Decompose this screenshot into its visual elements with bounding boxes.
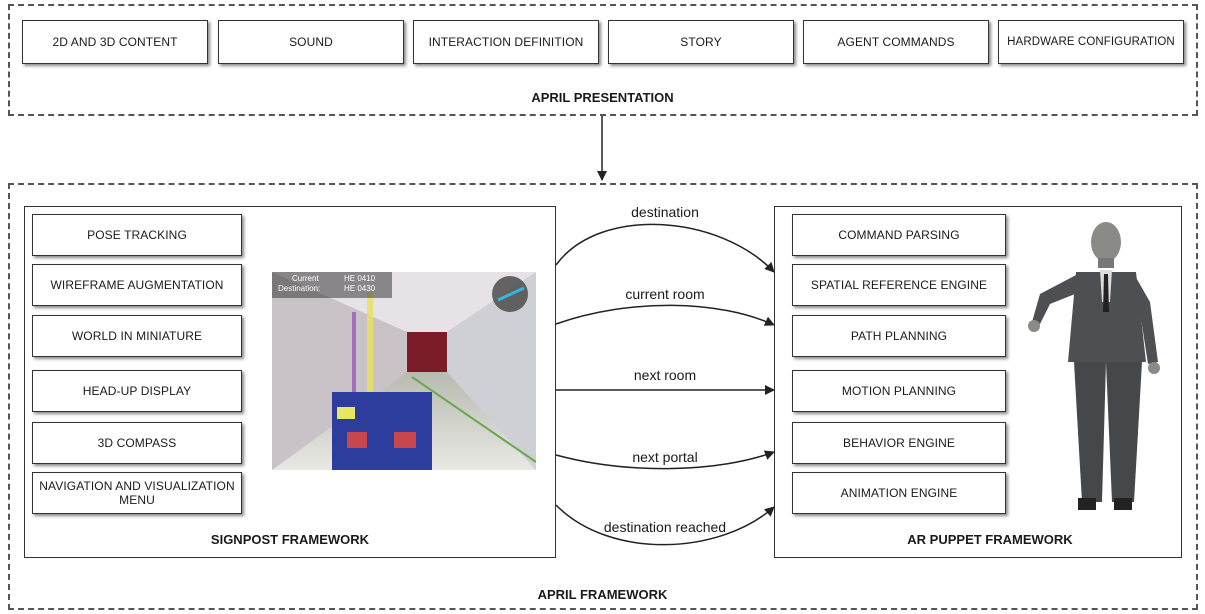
message-destination-reached: destination reached — [603, 519, 727, 535]
arrow-next-portal — [555, 450, 775, 470]
presentation-box-interaction: INTERACTION DEFINITION — [413, 20, 599, 64]
overlay-value-current: HE 0410 — [344, 274, 376, 283]
presentation-box-sound: SOUND — [218, 20, 404, 64]
april-framework-frame — [8, 183, 1198, 610]
signpost-box-wireframe: WIREFRAME AUGMENTATION — [32, 264, 242, 306]
signpost-box-wim: WORLD IN MINIATURE — [32, 315, 242, 357]
message-current-room: current room — [625, 286, 705, 302]
overlay-value-destination: HE 0430 — [344, 284, 376, 293]
presentation-box-hardware: HARDWARE CONFIGURATION — [998, 20, 1184, 64]
puppet-box-motion-planning: MOTION PLANNING — [792, 370, 1006, 412]
presentation-box-agent-commands: AGENT COMMANDS — [803, 20, 989, 64]
arrow-destination-reached — [555, 504, 775, 546]
april-framework-title: APRIL FRAMEWORK — [537, 587, 668, 602]
virtual-agent-figure — [1018, 212, 1168, 522]
message-next-room: next room — [633, 367, 697, 383]
signpost-box-navigation-menu: NAVIGATION AND VISUALIZATION MENU — [32, 472, 242, 514]
puppet-box-behavior-engine: BEHAVIOR ENGINE — [792, 422, 1006, 464]
april-presentation-frame — [8, 4, 1198, 116]
signpost-box-hud: HEAD-UP DISPLAY — [32, 370, 242, 412]
signpost-framework-title: SIGNPOST FRAMEWORK — [210, 532, 370, 547]
overlay-label-destination: Destination: — [278, 284, 321, 293]
signpost-box-pose-tracking: POSE TRACKING — [32, 214, 242, 256]
message-destination: destination — [631, 204, 699, 220]
puppet-box-animation-engine: ANIMATION ENGINE — [792, 472, 1006, 514]
message-next-portal: next portal — [632, 449, 698, 465]
puppet-box-command-parsing: COMMAND PARSING — [792, 214, 1006, 256]
signpost-box-compass: 3D COMPASS — [32, 422, 242, 464]
puppet-box-path-planning: PATH PLANNING — [792, 315, 1006, 357]
april-presentation-title: APRIL PRESENTATION — [531, 90, 674, 105]
arrow-current-room — [555, 304, 775, 326]
ar-puppet-framework-title: AR PUPPET FRAMEWORK — [907, 532, 1073, 547]
overlay-label-current: Current — [292, 274, 319, 283]
presentation-box-content: 2D AND 3D CONTENT — [22, 20, 208, 64]
signpost-screenshot: Current Destination: HE 0410 HE 0430 — [272, 272, 536, 470]
puppet-box-spatial-reference: SPATIAL REFERENCE ENGINE — [792, 264, 1006, 306]
presentation-box-story: STORY — [608, 20, 794, 64]
arrow-destination — [555, 223, 775, 273]
